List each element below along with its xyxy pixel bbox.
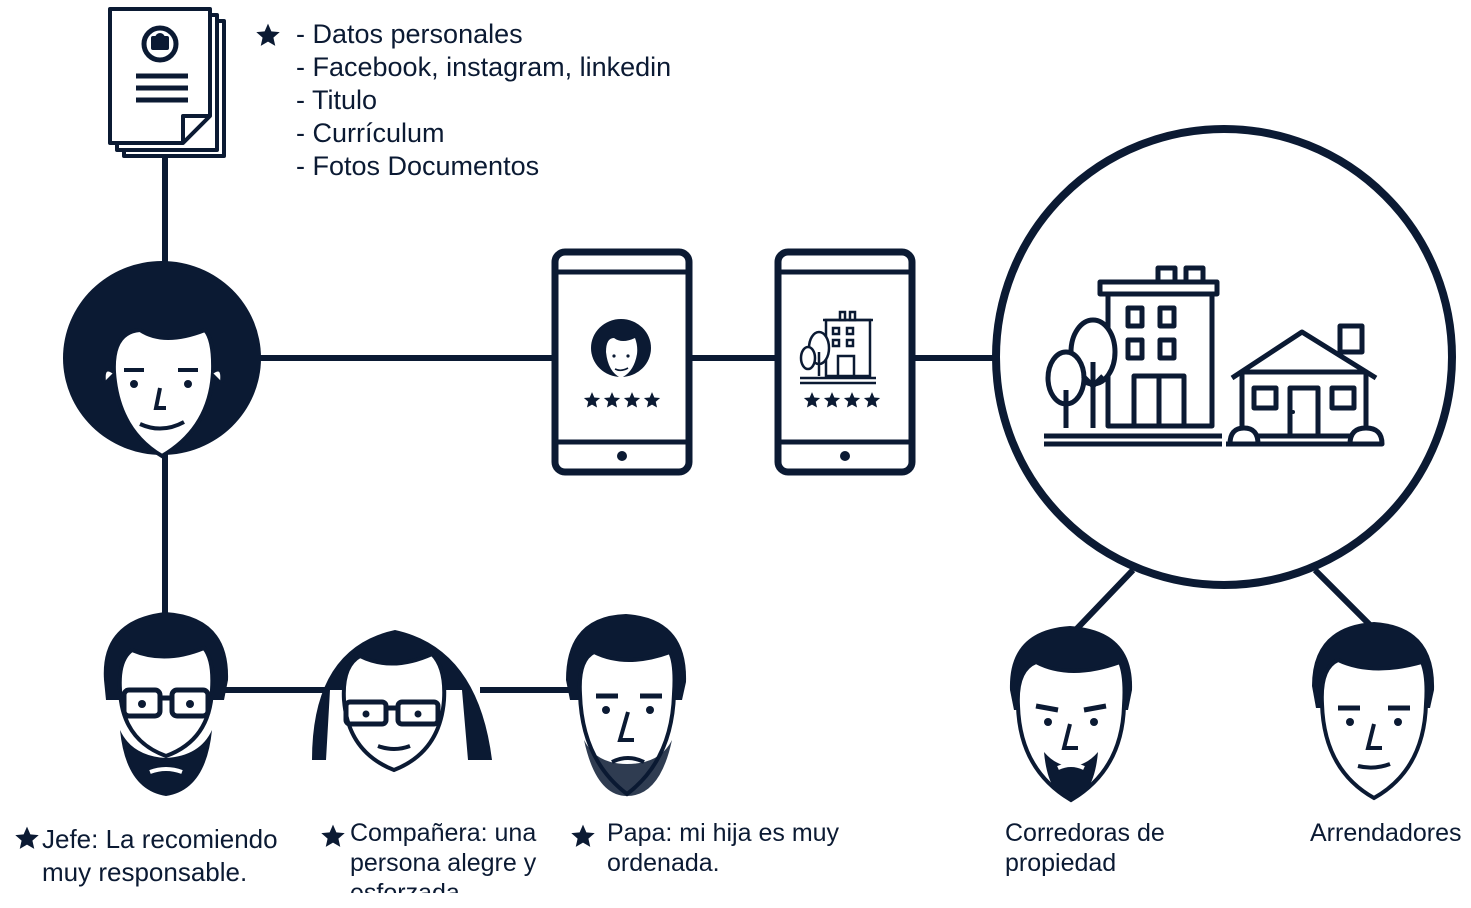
star-icon [321, 824, 345, 847]
reference-line: ordenada. [607, 849, 720, 877]
brokers-label: Corredoras de propiedad [1005, 818, 1165, 878]
phone-profile-icon [551, 248, 693, 476]
document-item: - Titulo [296, 85, 378, 115]
star-icon [256, 23, 280, 46]
property-circle [992, 125, 1456, 589]
document-item: - Datos personales [296, 19, 523, 49]
reference-line: persona alegre y [350, 849, 537, 877]
document-item: - Currículum [296, 118, 445, 148]
reference-line: Compañera: una [350, 819, 537, 847]
reference-line: Jefe: La recomiendo [42, 824, 278, 854]
document-item: - Facebook, instagram, linkedin [296, 52, 672, 82]
reference-line: Papa: mi hija es muy [607, 819, 840, 847]
buildings-icon [1044, 265, 1385, 447]
connector-lines [162, 150, 1373, 693]
reference-boss: Jefe: La recomiendo muy responsable. [42, 823, 278, 889]
landlords-label-line: Arrendadores [1310, 819, 1462, 847]
reference-father: Papa: mi hija es muy ordenada. [607, 818, 839, 878]
broker-face-icon [1009, 626, 1133, 803]
landlords-label: Arrendadores [1310, 818, 1461, 848]
document-item: - Fotos Documentos [296, 151, 540, 181]
star-icon [571, 824, 595, 847]
brokers-label-line: Corredoras de [1005, 819, 1165, 847]
coworker-face-icon [312, 630, 492, 773]
reference-line: muy responsable. [42, 857, 248, 887]
document-stack-icon [108, 7, 226, 158]
father-face-icon [566, 614, 687, 797]
boss-face-icon [103, 612, 229, 796]
landlord-face-icon [1312, 622, 1435, 801]
phone-property-icon [774, 248, 916, 476]
documents-list: - Datos personales - Facebook, instagram… [296, 18, 671, 183]
star-icon [15, 826, 39, 849]
bottom-crop [0, 893, 1471, 901]
brokers-label-line: propiedad [1005, 849, 1117, 877]
applicant-face-icon [63, 261, 261, 459]
